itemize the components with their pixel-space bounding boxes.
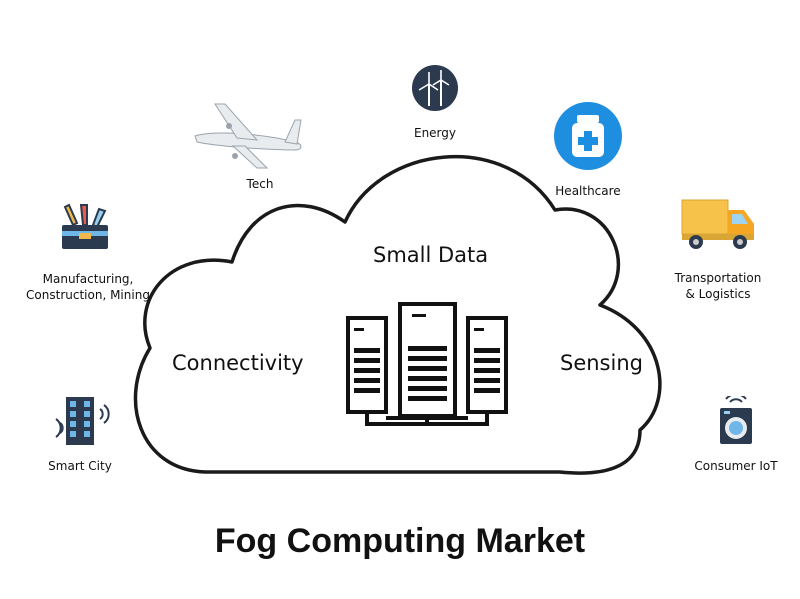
segment-label-tech: Tech bbox=[246, 177, 274, 191]
segment-label-consumer-iot: Consumer IoT bbox=[694, 459, 778, 473]
toolbox-icon bbox=[62, 203, 108, 249]
segment-label-manufacturing-line-2: Construction, Mining bbox=[26, 288, 150, 302]
cloud-label-small-data: Small Data bbox=[373, 243, 489, 267]
segment-label-transportation-line-2: & Logistics bbox=[685, 287, 751, 301]
cloud-label-sensing: Sensing bbox=[560, 351, 643, 375]
segment-label-smart-city: Smart City bbox=[48, 459, 112, 473]
cloud-label-connectivity: Connectivity bbox=[172, 351, 304, 375]
delivery-truck-icon bbox=[681, 199, 754, 249]
segment-label-manufacturing-line-1: Manufacturing, bbox=[42, 272, 134, 286]
segment-label-energy: Energy bbox=[413, 126, 456, 140]
washing-machine-icon bbox=[720, 396, 752, 444]
diagram-title: Fog Computing Market bbox=[214, 522, 586, 560]
smart-building-icon bbox=[55, 397, 110, 445]
airplane-icon bbox=[194, 103, 302, 169]
medicine-bottle-icon bbox=[554, 102, 622, 170]
wind-turbine-icon bbox=[412, 65, 458, 111]
segment-label-transportation-line-1: Transportation bbox=[674, 271, 762, 285]
segment-label-manufacturing: Manufacturing, Construction, Mining bbox=[8, 271, 168, 303]
segment-label-healthcare: Healthcare bbox=[555, 184, 621, 198]
server-rack-icon bbox=[346, 302, 508, 426]
segment-label-transportation: Transportation & Logistics bbox=[648, 270, 788, 302]
